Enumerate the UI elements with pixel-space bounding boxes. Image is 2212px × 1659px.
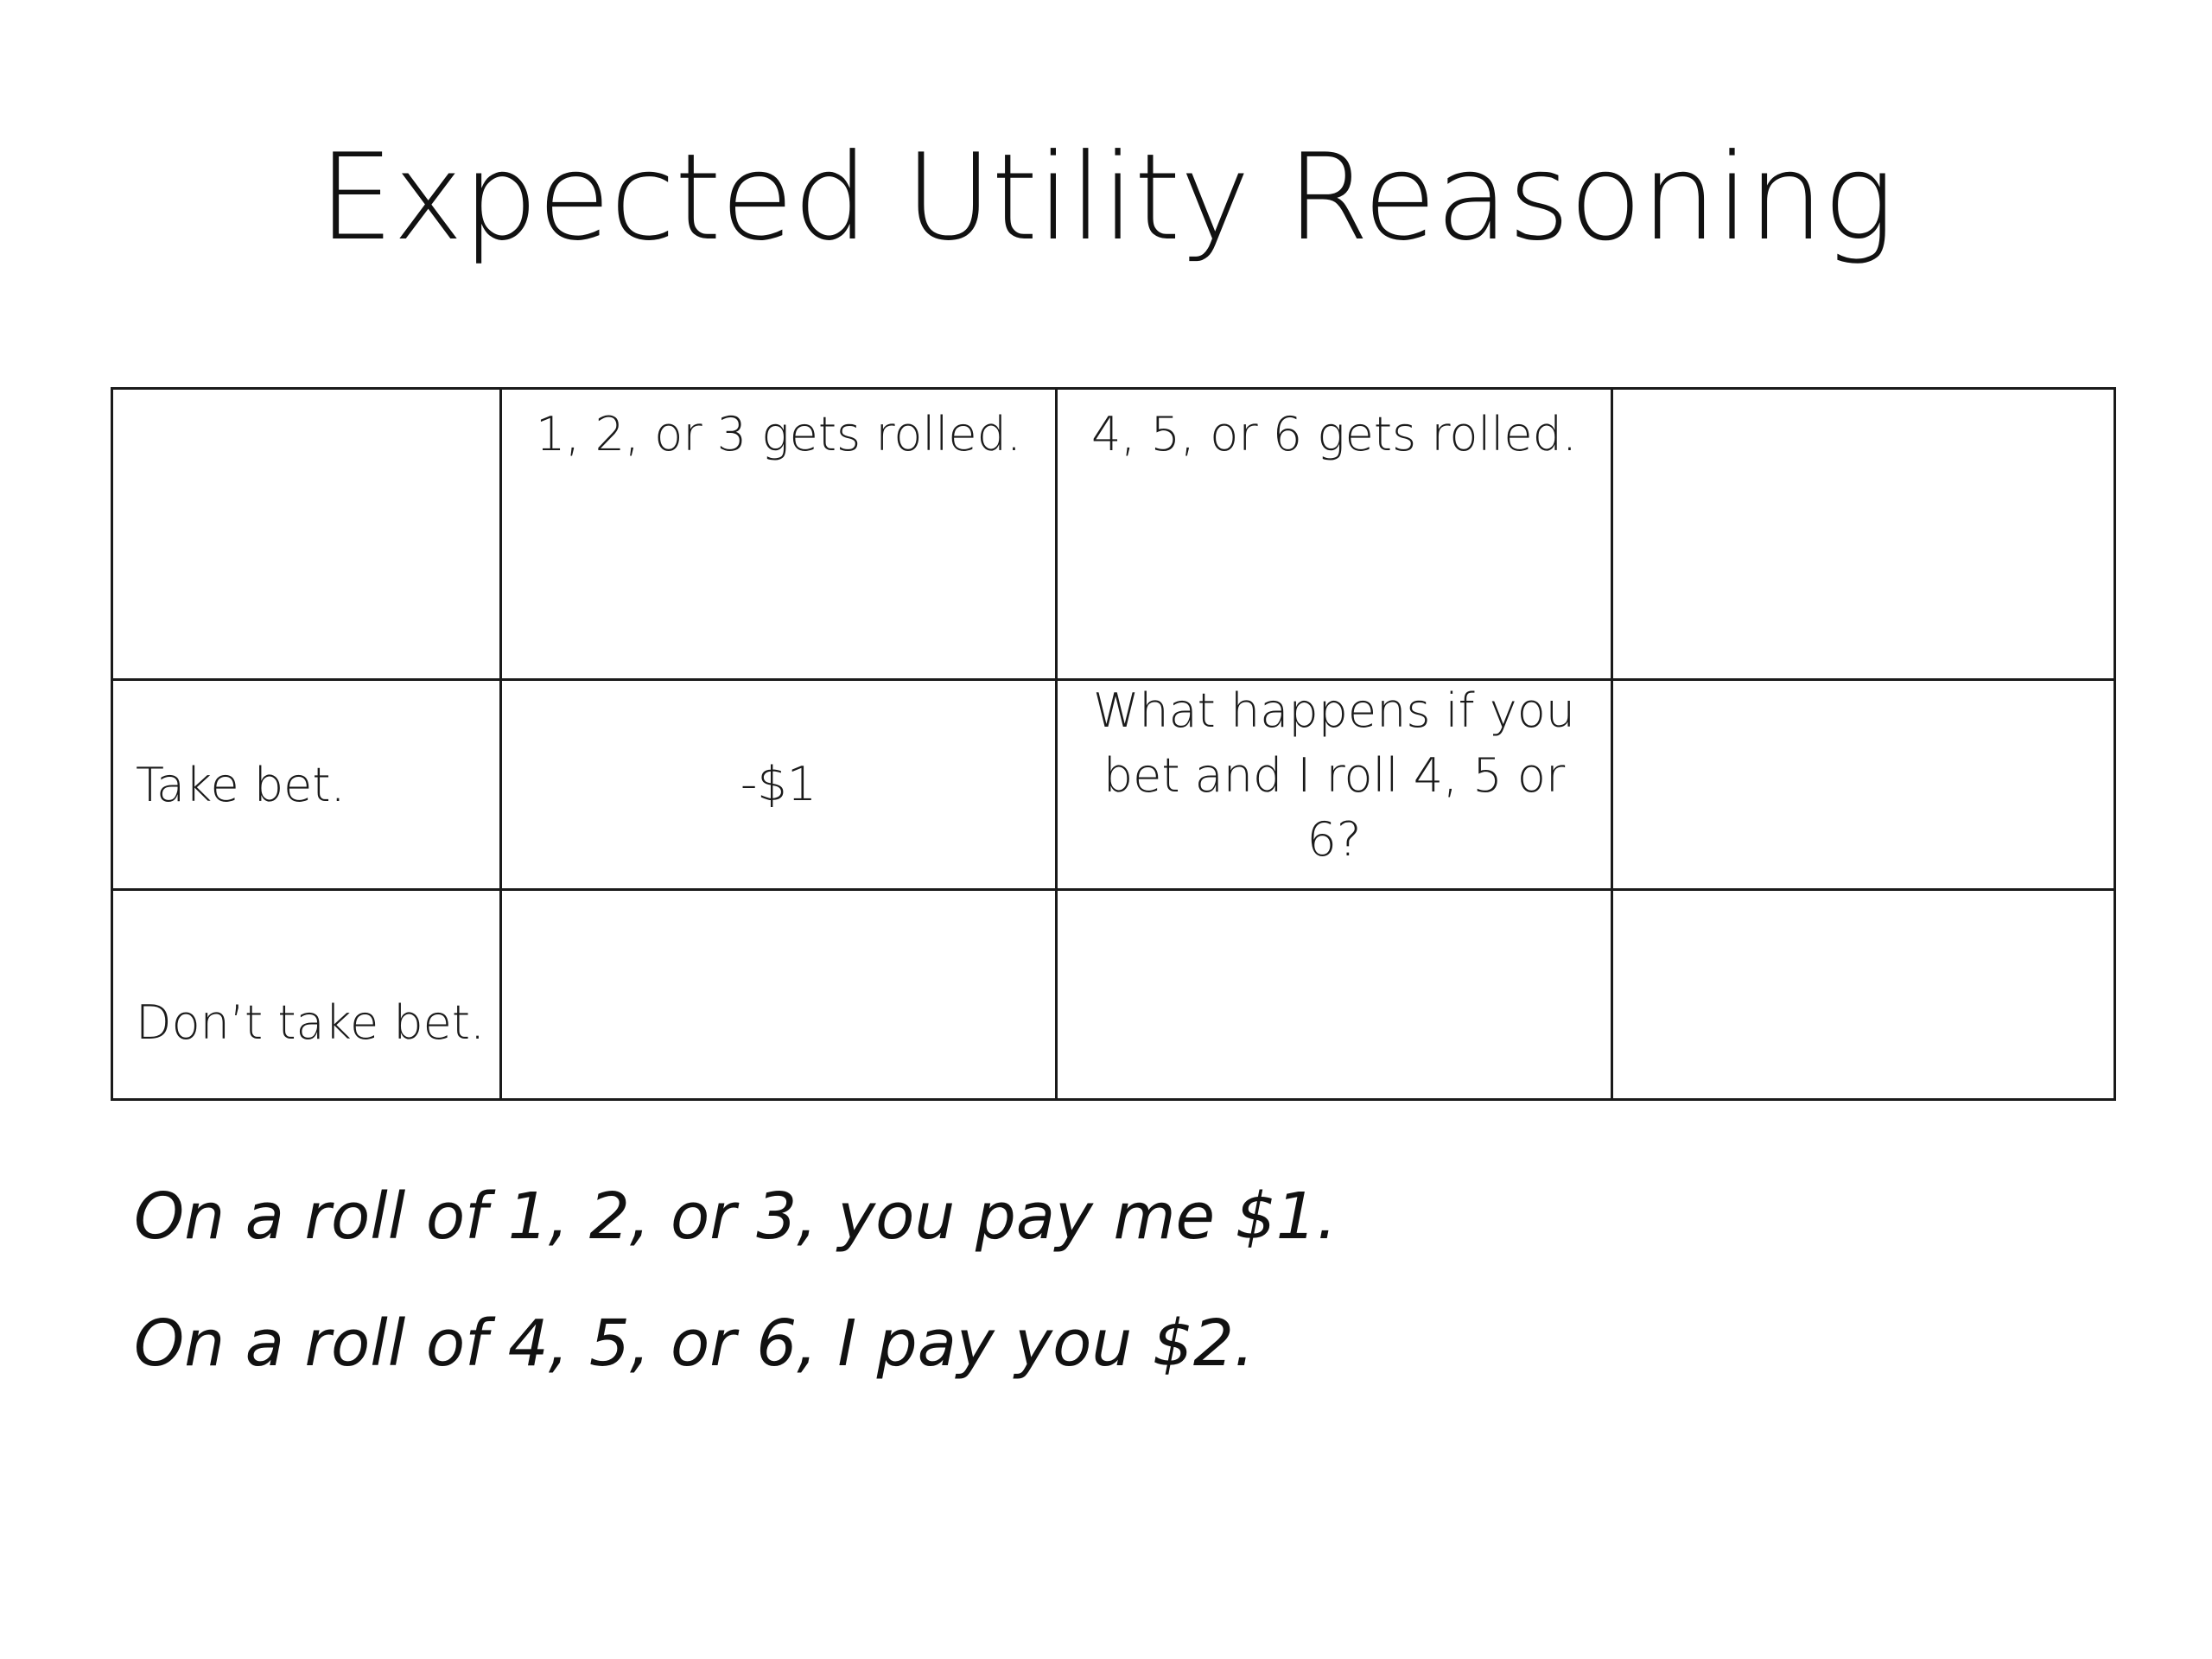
table-row: Don’t take bet. [111, 888, 2116, 1101]
bet-rule-low-roll: On a roll of 1, 2, or 3, you pay me $1. [134, 1179, 1338, 1254]
row-label-cell: Take bet. [111, 678, 502, 891]
table-corner-cell [111, 387, 502, 681]
outcome-take-bet-low-roll: -$1 [740, 756, 817, 811]
row-label-cell: Don’t take bet. [111, 888, 502, 1101]
slide-title: Expected Utility Reasoning [318, 128, 1894, 267]
column-header-low-roll: 1, 2, or 3 gets rolled. [535, 407, 1022, 461]
outcome-take-bet-high-roll: What happens if you bet and I roll 4, 5 … [1092, 683, 1576, 868]
column-header-empty [113, 390, 499, 407]
table-cell [1611, 888, 2116, 1101]
table-cell [499, 888, 1058, 1101]
column-header-extra [1613, 390, 2113, 407]
column-header-cell [1611, 387, 2116, 681]
row-label-take-bet: Take bet. [136, 757, 346, 812]
table-cell [1055, 888, 1613, 1101]
table-row: Take bet. -$1 What happens if you bet an… [111, 678, 2116, 891]
table-cell: -$1 [499, 678, 1058, 891]
table-cell [1611, 678, 2116, 891]
column-header-cell: 4, 5, or 6 gets rolled. [1055, 387, 1613, 681]
row-label-dont-take-bet: Don’t take bet. [136, 995, 486, 1050]
table-header-row: 1, 2, or 3 gets rolled. 4, 5, or 6 gets … [111, 387, 2116, 681]
column-header-high-roll: 4, 5, or 6 gets rolled. [1090, 407, 1578, 461]
column-header-cell: 1, 2, or 3 gets rolled. [499, 387, 1058, 681]
table-cell: What happens if you bet and I roll 4, 5 … [1055, 678, 1613, 891]
decision-table: 1, 2, or 3 gets rolled. 4, 5, or 6 gets … [111, 387, 2116, 1101]
bet-rule-high-roll: On a roll of 4, 5, or 6, I pay you $2. [134, 1306, 1255, 1381]
